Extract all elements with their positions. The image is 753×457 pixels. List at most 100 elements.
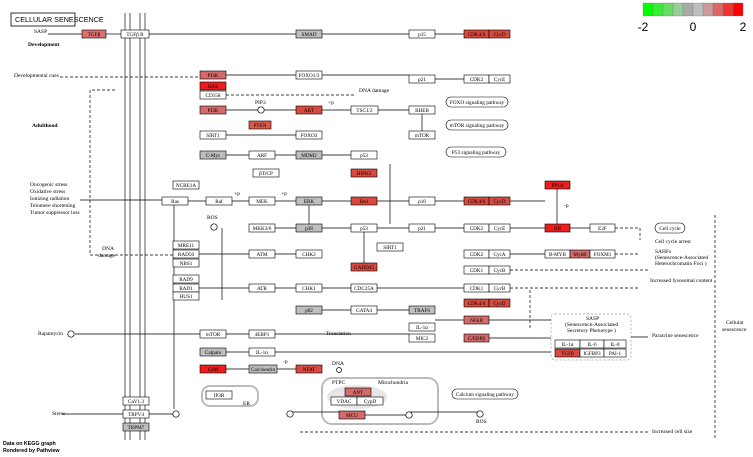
gene-node-il1b[interactable]: IL-1α [248, 347, 276, 357]
gene-node-atr[interactable]: ATR [248, 283, 276, 293]
gene-node-cdk1b[interactable]: CDK1 [463, 283, 490, 293]
gene-node-foxo[interactable]: FOXO1/3 [295, 70, 323, 80]
gene-node-cdk2b[interactable]: CDK2 [463, 223, 490, 233]
gene-node-btrcp[interactable]: βTrCP [252, 168, 280, 178]
gene-node-gadd45[interactable]: GADD45 [350, 262, 378, 272]
gene-node-pi3kb[interactable]: PI3K [199, 105, 227, 115]
gene-node-cydc[interactable]: CycD [488, 298, 511, 308]
gene-node-sirt1b[interactable]: SIRT1 [376, 242, 404, 252]
gene-node-mdm2[interactable]: MDM2 [295, 150, 323, 160]
gene-node-vdac[interactable]: VDAC [330, 396, 358, 406]
gene-node-cdk2c[interactable]: CDK2 [463, 249, 490, 259]
gene-node-sirt1a[interactable]: SIRT1 [199, 130, 227, 140]
gene-node-cdk2a[interactable]: CDK2 [463, 74, 490, 84]
gene-node-cdk46b[interactable]: CDK4/6 [463, 196, 490, 206]
gene-node-tgfb[interactable]: TGFβ [81, 29, 107, 39]
gene-node-hipk2[interactable]: HIPK2 [350, 168, 378, 178]
pathway-link-p53-pw[interactable]: P53 signaling pathway [445, 146, 507, 158]
gene-node-trpm7[interactable]: TRPM7 [122, 422, 150, 432]
gene-node-chk1[interactable]: CHK1 [295, 283, 323, 293]
gene-node-chk2[interactable]: CHK2 [295, 249, 323, 259]
gene-node-mkk36[interactable]: MKK3/6 [248, 223, 276, 233]
gene-node-p53a[interactable]: p53 [350, 150, 378, 160]
gene-node-foxm1[interactable]: FOXM1 [589, 249, 616, 259]
gene-node-ppa1[interactable]: PP1A [544, 180, 571, 190]
gene-node-foxo3[interactable]: FOXO3 [295, 130, 323, 140]
gene-node-mic2[interactable]: MIC2 [408, 333, 436, 343]
gene-node-il1a[interactable]: IL-1α [408, 322, 436, 332]
gene-node-mtora[interactable]: mTOR [408, 130, 436, 140]
gene-node-ip3r[interactable]: IP3R [205, 390, 233, 400]
gene-node-pi3ka[interactable]: PI3K [199, 70, 227, 80]
gene-node-arf[interactable]: ARF [248, 150, 276, 160]
gene-node-rb[interactable]: RB [544, 223, 571, 233]
gene-node-traf6[interactable]: TRAF6 [408, 305, 436, 315]
gene-node-cycdb[interactable]: CycD [488, 196, 511, 206]
gene-node-cav13[interactable]: CaV1.3 [122, 396, 150, 406]
gene-node-cebpb[interactable]: C/EBPβ [463, 333, 490, 343]
gene-node-p38[interactable]: p38 [295, 223, 323, 233]
gene-node-il6[interactable]: IL-6 [579, 339, 605, 349]
gene-node-rad9[interactable]: RAD9 [172, 274, 200, 284]
gene-node-cyca[interactable]: CycE [488, 74, 511, 84]
gene-node-cdk46a[interactable]: CDK4/6 [463, 29, 490, 39]
gene-node-raf[interactable]: Raf [205, 196, 233, 206]
gene-node-igfbp[interactable]: IGFBP3 [579, 348, 605, 358]
gene-node-smad[interactable]: SMAD [295, 29, 323, 39]
gene-node-ets1[interactable]: Ets1 [350, 196, 378, 206]
gene-node-p53b[interactable]: p53 [350, 223, 378, 233]
gene-node-tgfbs[interactable]: TGFβ [554, 348, 581, 358]
gene-node-tgfbr[interactable]: TGFβ R [120, 29, 150, 39]
gene-node-rad50a[interactable]: RAD50 [172, 249, 200, 259]
gene-node-cycda[interactable]: CycD [488, 29, 511, 39]
gene-node-pai1[interactable]: PAI-1 [603, 348, 627, 358]
gene-node-rasb[interactable]: RAS [199, 81, 227, 91]
gene-node-mybl[interactable]: MybB [569, 249, 591, 259]
gene-node-ncre1a[interactable]: NCRE1A [172, 180, 200, 190]
gene-node-akt[interactable]: AKT [295, 105, 323, 115]
gene-node-e2f[interactable]: E2F [589, 223, 616, 233]
gene-node-il1ab[interactable]: IL-1α [554, 339, 581, 349]
gene-node-cycac[interactable]: CycA [488, 249, 511, 259]
gene-node-il8[interactable]: IL-8 [603, 339, 627, 349]
pathway-link-cellcycle-pw[interactable]: Cell cycle [654, 222, 686, 234]
gene-node-gata4[interactable]: GATA4 [350, 305, 378, 315]
gene-node-nfat[interactable]: NFAT [295, 364, 323, 374]
gene-node-calcineurin[interactable]: Calcineurin [248, 364, 278, 374]
gene-node-cycbb[interactable]: CycB [488, 283, 511, 293]
gene-node-ras[interactable]: Ras [161, 196, 189, 206]
gene-node-cyceb[interactable]: CycE [488, 223, 511, 233]
gene-node-calpain[interactable]: Calpain [199, 347, 227, 357]
gene-node-mek[interactable]: MEK [248, 196, 276, 206]
gene-node-p62[interactable]: p62 [295, 305, 323, 315]
gene-node-cdc25a[interactable]: CDC25A [350, 283, 378, 293]
gene-node-trpv4[interactable]: TRPV4 [122, 409, 150, 419]
pathway-link-calcium-pw[interactable]: Calcium signaling pathway [451, 388, 519, 400]
gene-node-bmyb[interactable]: B-MYB [544, 249, 571, 259]
pathway-link-mtor-pw[interactable]: mTOR signaling pathway [445, 119, 509, 131]
gene-node-p21b[interactable]: p21 [408, 223, 436, 233]
gene-node-cdk46c[interactable]: CDK4/6 [463, 298, 490, 308]
gene-node-mre11[interactable]: MRE11 [172, 240, 200, 250]
gene-node-p15[interactable]: p15 [408, 29, 436, 39]
gene-node-cmyc[interactable]: C-Myc [199, 150, 227, 160]
gene-node-hus1[interactable]: HUS1 [172, 291, 200, 301]
gene-node-cypd[interactable]: CypD [356, 396, 384, 406]
gene-node-mcu[interactable]: MCU [338, 410, 366, 420]
gene-node-rheb[interactable]: RHEB [408, 105, 436, 115]
gene-node-rad1[interactable]: RAD1 [172, 283, 200, 293]
gene-node-atm[interactable]: ATM [248, 249, 276, 259]
gene-node-p16[interactable]: p16 [408, 196, 436, 206]
gene-node-ant[interactable]: ANT [344, 387, 372, 397]
gene-node-cam[interactable]: CaM [199, 364, 227, 374]
gene-node-pten[interactable]: PTEN [248, 120, 272, 130]
gene-node-p21a[interactable]: p21 [408, 74, 436, 84]
gene-node-cdk1a[interactable]: CDK1 [463, 265, 490, 275]
gene-node-cycba[interactable]: CycB [488, 265, 511, 275]
pathway-link-foxo-pw[interactable]: FOXO signaling pathway [445, 96, 509, 108]
gene-node-nfkb[interactable]: NFkB [463, 315, 490, 325]
gene-node-nbs1[interactable]: NBS1 [172, 258, 200, 268]
gene-node-4ebp1[interactable]: 4EBP1 [248, 329, 276, 339]
gene-node-erk[interactable]: ERK [295, 196, 323, 206]
gene-node-mtorb[interactable]: mTOR [199, 329, 227, 339]
